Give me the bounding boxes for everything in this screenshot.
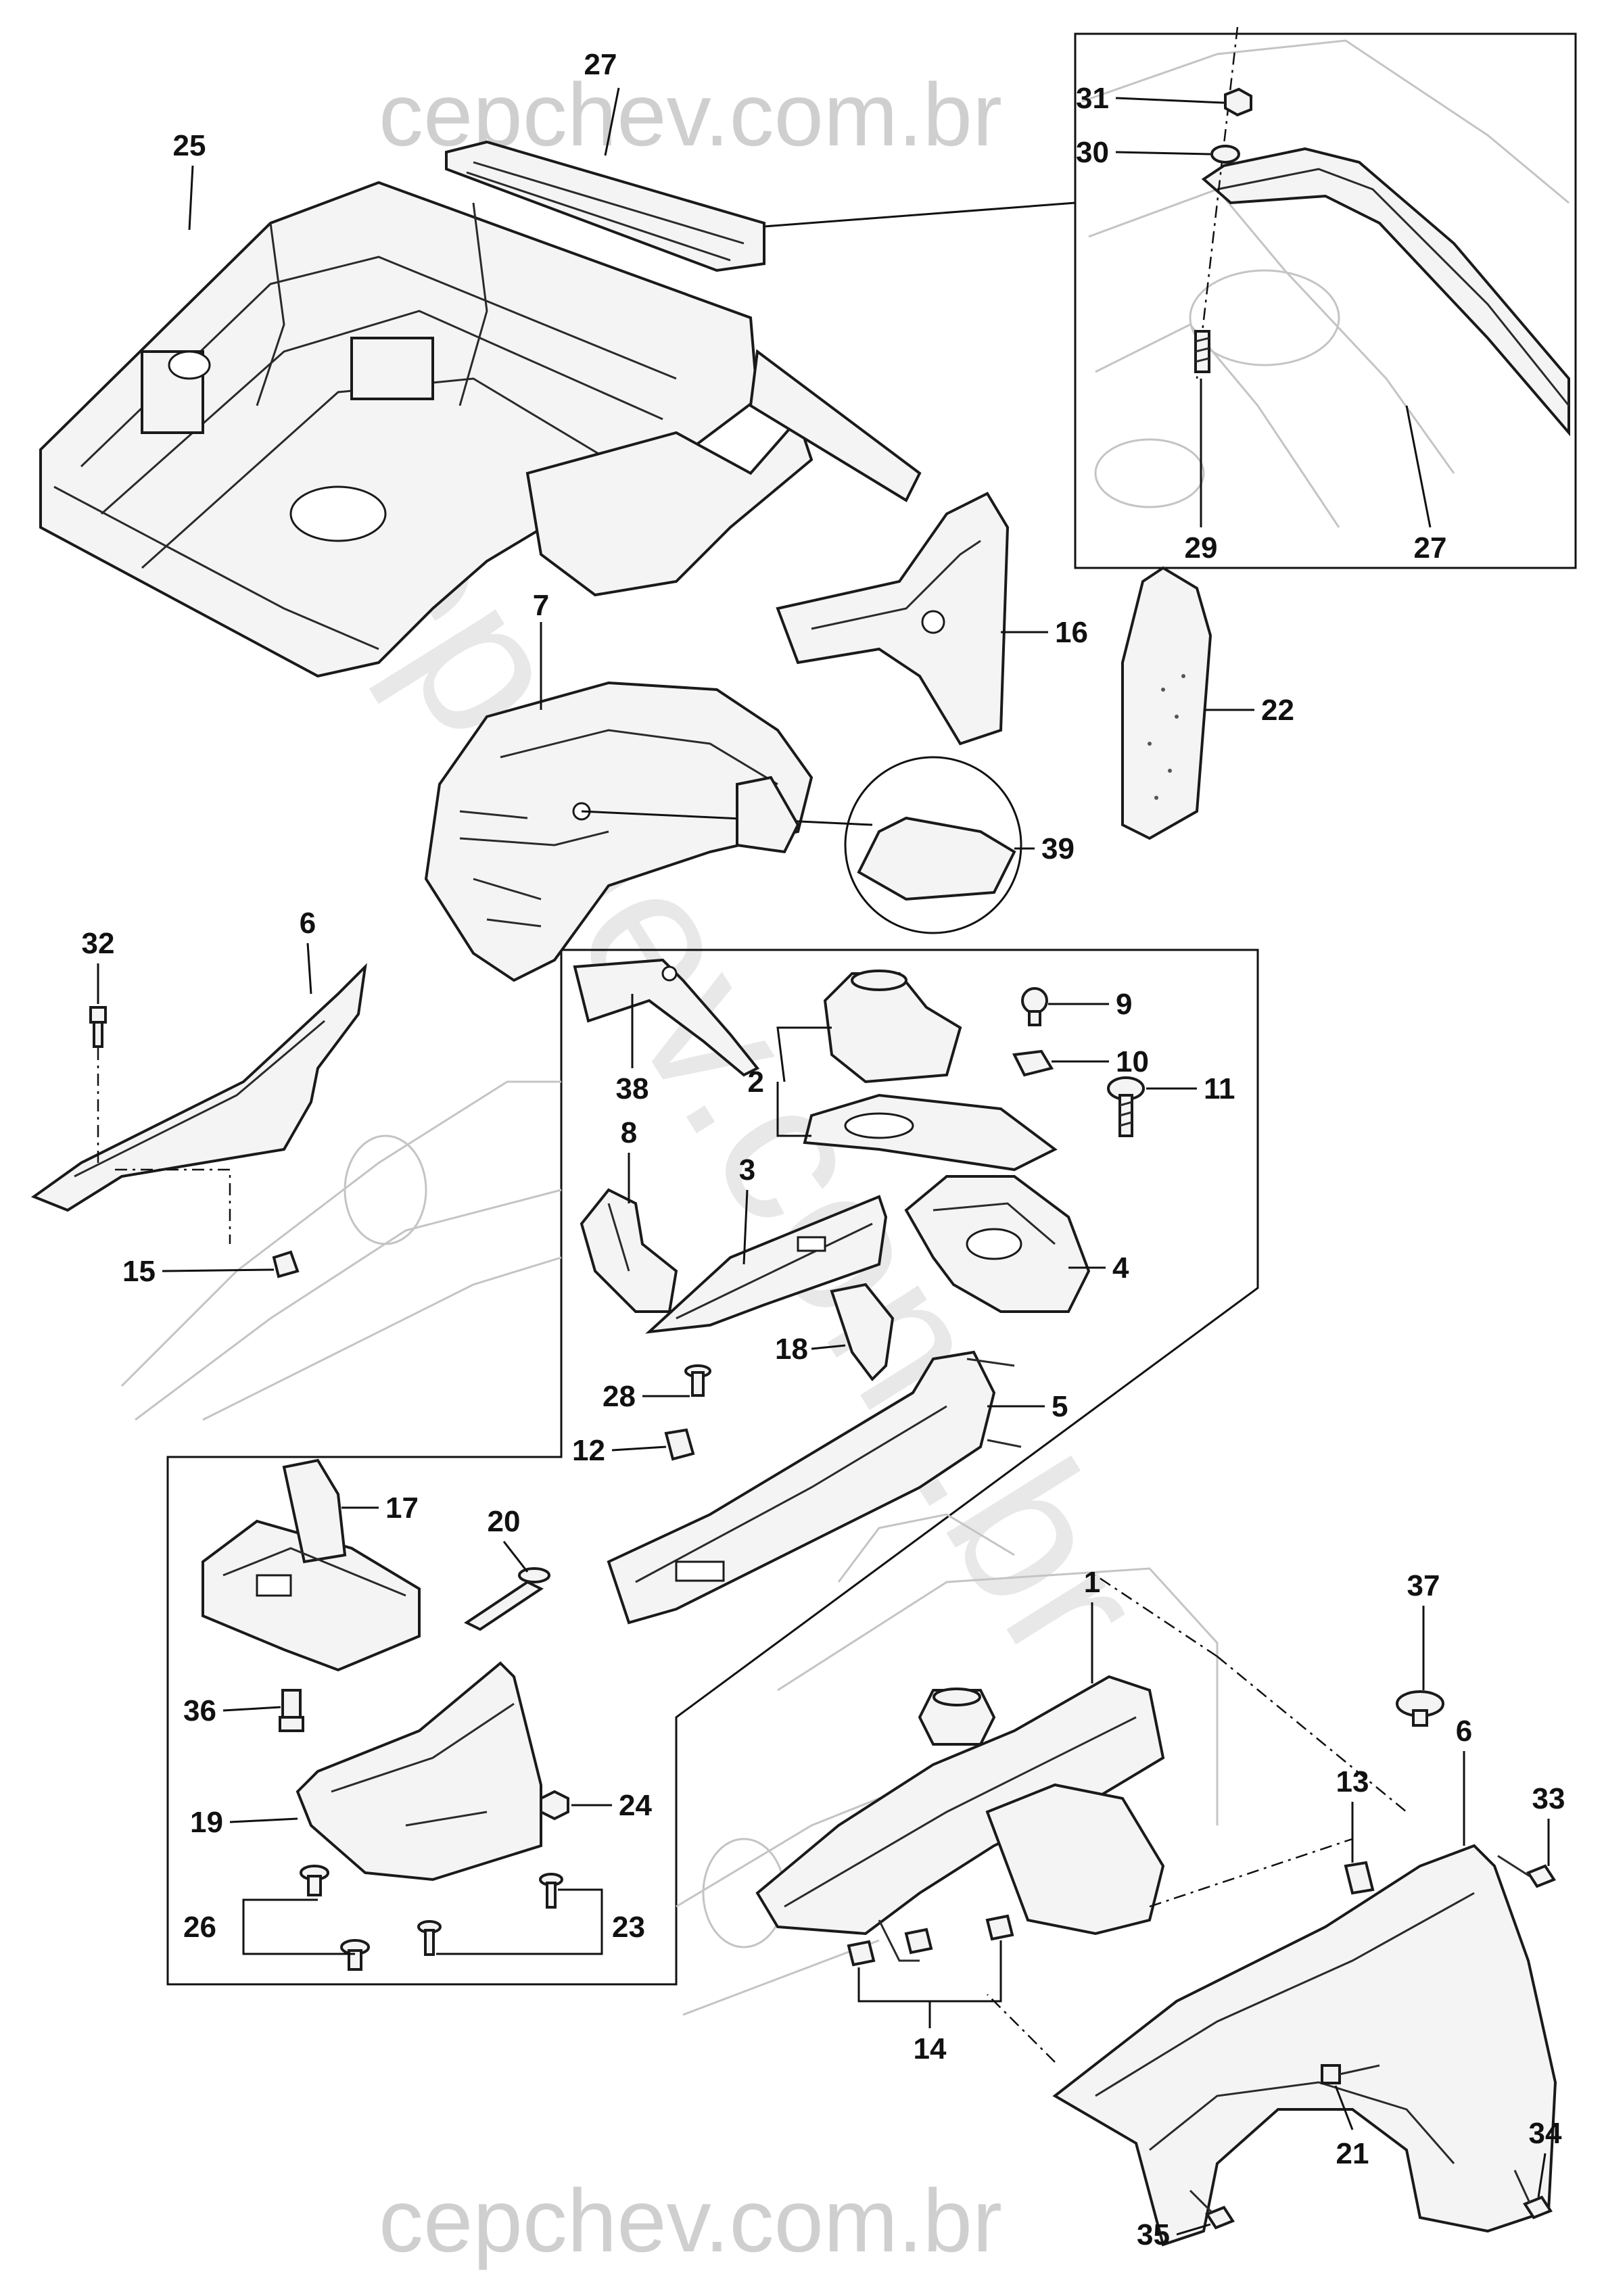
bolt-32	[89, 1006, 107, 1048]
side-member-5	[607, 1350, 1022, 1625]
callout-2: 2	[748, 1066, 764, 1099]
clip-37	[1396, 1690, 1444, 1727]
bolt-9	[1021, 987, 1048, 1026]
bolt-21	[1321, 2064, 1380, 2084]
callout-30: 30	[1076, 136, 1109, 169]
callout-8: 8	[621, 1116, 637, 1149]
callout-16: 16	[1055, 616, 1088, 649]
callout-26: 26	[183, 1911, 216, 1944]
callout-29: 29	[1185, 531, 1218, 565]
callout-23: 23	[612, 1911, 645, 1944]
bolt-28	[684, 1364, 711, 1397]
clip-13	[1344, 1861, 1375, 1895]
cowl-panel-27	[445, 140, 765, 272]
callout-36: 36	[183, 1694, 216, 1727]
brace-18	[830, 1283, 895, 1382]
detail-axis-line	[1196, 26, 1239, 379]
callout-4: 4	[1112, 1251, 1129, 1285]
callout-9: 9	[1116, 988, 1132, 1021]
callout-24: 24	[619, 1789, 652, 1822]
splash-shield-19	[296, 1661, 542, 1882]
callout-27-top: 27	[584, 48, 617, 81]
watermark-bottom: cepchev.com.br	[379, 2171, 1002, 2270]
callout-27-detail: 27	[1414, 531, 1447, 565]
fastener-20	[464, 1567, 550, 1631]
stud-29	[1194, 330, 1210, 373]
callout-6-right: 6	[1456, 1715, 1472, 1748]
callout-13: 13	[1336, 1765, 1369, 1798]
fender-6-right	[1052, 1844, 1557, 2247]
bolt-34	[1513, 2170, 1553, 2220]
bolt-33	[1497, 1855, 1557, 1888]
bracket-16	[776, 492, 1010, 746]
callout-39: 39	[1041, 832, 1075, 865]
callout-32: 32	[82, 927, 115, 960]
nut-24	[540, 1790, 569, 1821]
callout-15: 15	[122, 1255, 156, 1288]
bracket-17	[202, 1458, 421, 1672]
fender-axis-lines	[987, 1574, 1407, 2063]
ghost-body-left	[120, 1080, 562, 1421]
bracket-8	[580, 1188, 678, 1313]
callout-12: 12	[572, 1434, 605, 1467]
seal-detail-39	[581, 756, 1022, 934]
callout-19: 19	[190, 1806, 223, 1839]
apron-assembly-1	[755, 1675, 1165, 1962]
callout-14: 14	[914, 2032, 947, 2065]
callout-28: 28	[603, 1380, 636, 1413]
callout-7: 7	[533, 589, 549, 622]
callout-10: 10	[1116, 1045, 1149, 1078]
detail-cowl-panel-27	[1201, 147, 1570, 437]
callout-31: 31	[1076, 82, 1109, 115]
callout-11: 11	[1204, 1072, 1235, 1105]
insulator-pad-22	[1121, 566, 1212, 840]
clip-26-top	[300, 1865, 329, 1896]
front-body-structure-25	[39, 181, 922, 678]
callout-6-left: 6	[300, 907, 316, 940]
nut-10	[1012, 1049, 1054, 1077]
washer-30	[1210, 145, 1240, 164]
wheelhouse-panel-4	[904, 1175, 1091, 1313]
callout-38: 38	[616, 1072, 649, 1105]
screw-23-top	[539, 1873, 563, 1909]
clip-26-bottom	[340, 1939, 370, 1971]
screw-23-bottom	[417, 1920, 442, 1956]
stud-36	[279, 1689, 304, 1732]
bolt-11	[1107, 1076, 1145, 1137]
callout-37: 37	[1407, 1569, 1440, 1602]
detail-ghost-body	[1081, 39, 1570, 528]
callout-1: 1	[1084, 1566, 1100, 1599]
leader-lines	[97, 87, 1550, 2236]
callout-5: 5	[1052, 1390, 1068, 1423]
leader-27-to-box	[763, 201, 1076, 228]
clips-14	[847, 1914, 1014, 1967]
callout-18: 18	[775, 1333, 808, 1366]
rail-3	[645, 1195, 888, 1334]
callout-35: 35	[1137, 2218, 1170, 2251]
nut-31	[1224, 87, 1252, 117]
strut-tower-2	[803, 970, 1058, 1172]
bracket-38	[573, 958, 760, 1077]
callout-17: 17	[385, 1491, 419, 1525]
clip-15	[272, 1250, 300, 1278]
callout-34: 34	[1529, 2117, 1562, 2150]
callout-22: 22	[1261, 694, 1294, 727]
callout-3: 3	[739, 1153, 755, 1187]
callout-33: 33	[1532, 1782, 1565, 1815]
bolt-35	[1189, 2189, 1235, 2230]
detail-box-top-right	[1074, 32, 1577, 569]
nut-12	[664, 1428, 695, 1461]
callout-labels: 27 25 31 30 29 27 16 22 7 39 6 32 15 38 …	[82, 48, 1565, 2251]
callout-20: 20	[488, 1505, 521, 1538]
fender-6-left	[30, 963, 367, 1212]
detail-box-middle	[166, 949, 1259, 1986]
callout-21: 21	[1336, 2137, 1369, 2170]
axis-15	[115, 1168, 231, 1244]
wheelhouse-liner-7	[424, 681, 813, 982]
callout-25: 25	[173, 129, 206, 162]
